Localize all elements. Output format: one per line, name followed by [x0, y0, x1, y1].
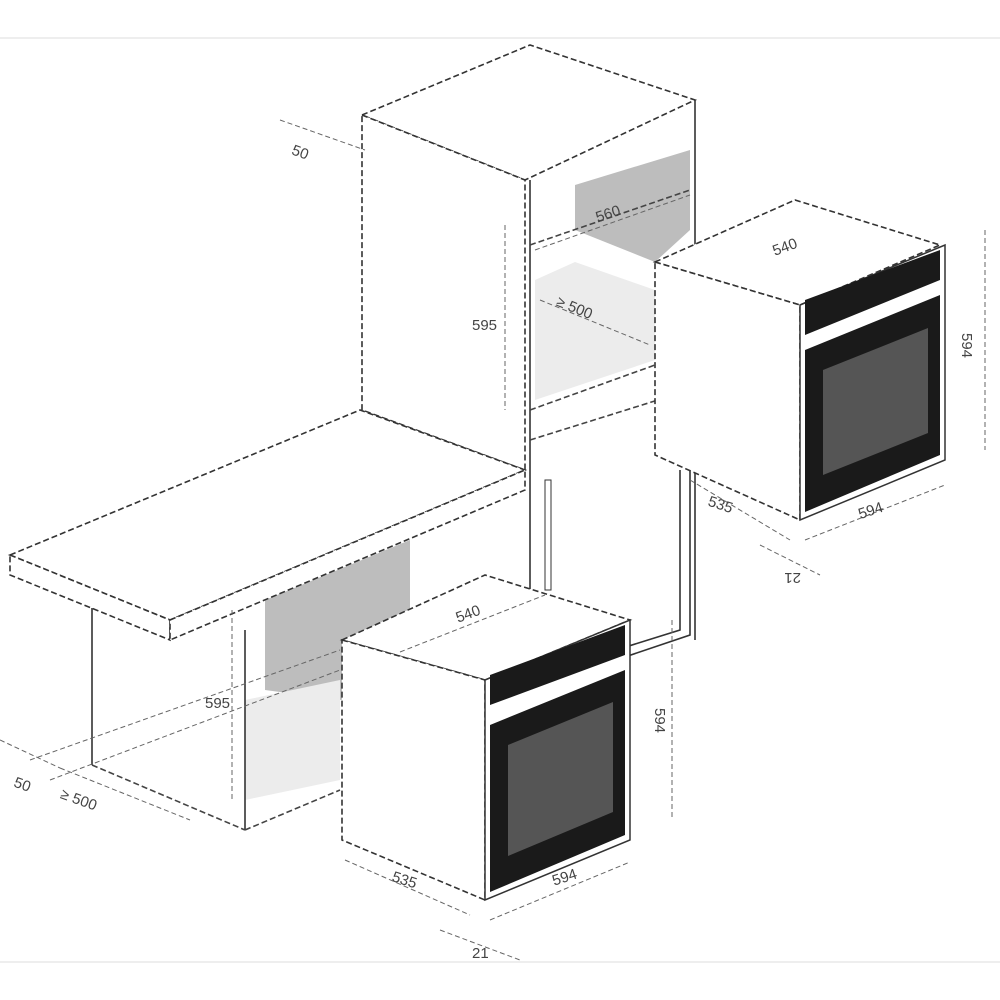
label-niche-height: 595 [472, 317, 497, 334]
label-under-niche-depth: ≥ 500 [58, 786, 99, 815]
countertop [0, 409, 528, 831]
upper-niche-floor [535, 262, 655, 400]
label-niche-width: 560 [594, 202, 623, 226]
label-lower-oven-width: 594 [550, 866, 579, 890]
label-top-gap: 50 [289, 142, 310, 164]
upper-niche-back [575, 150, 690, 262]
label-under-niche-height: 595 [205, 695, 230, 712]
tall-cabinet [359, 44, 698, 663]
label-rear-gap: 50 [12, 774, 33, 796]
label-lower-oven-side-depth: 535 [390, 868, 419, 892]
label-upper-oven-side-depth: 535 [706, 493, 735, 517]
oven-window [823, 328, 928, 475]
control-panel [805, 250, 940, 335]
oven-lower [339, 574, 673, 961]
oven-upper [652, 199, 946, 522]
label-upper-oven-width: 594 [856, 499, 885, 523]
label-lower-oven-front: 21 [472, 945, 489, 962]
oven-window [508, 702, 613, 856]
label-lower-oven-height: 594 [651, 708, 668, 733]
door-handle [544, 479, 552, 591]
upper-dimensions [279, 119, 986, 576]
label-upper-oven-front: 21 [784, 569, 801, 586]
label-upper-oven-height: 594 [958, 333, 975, 358]
control-panel [490, 625, 625, 705]
